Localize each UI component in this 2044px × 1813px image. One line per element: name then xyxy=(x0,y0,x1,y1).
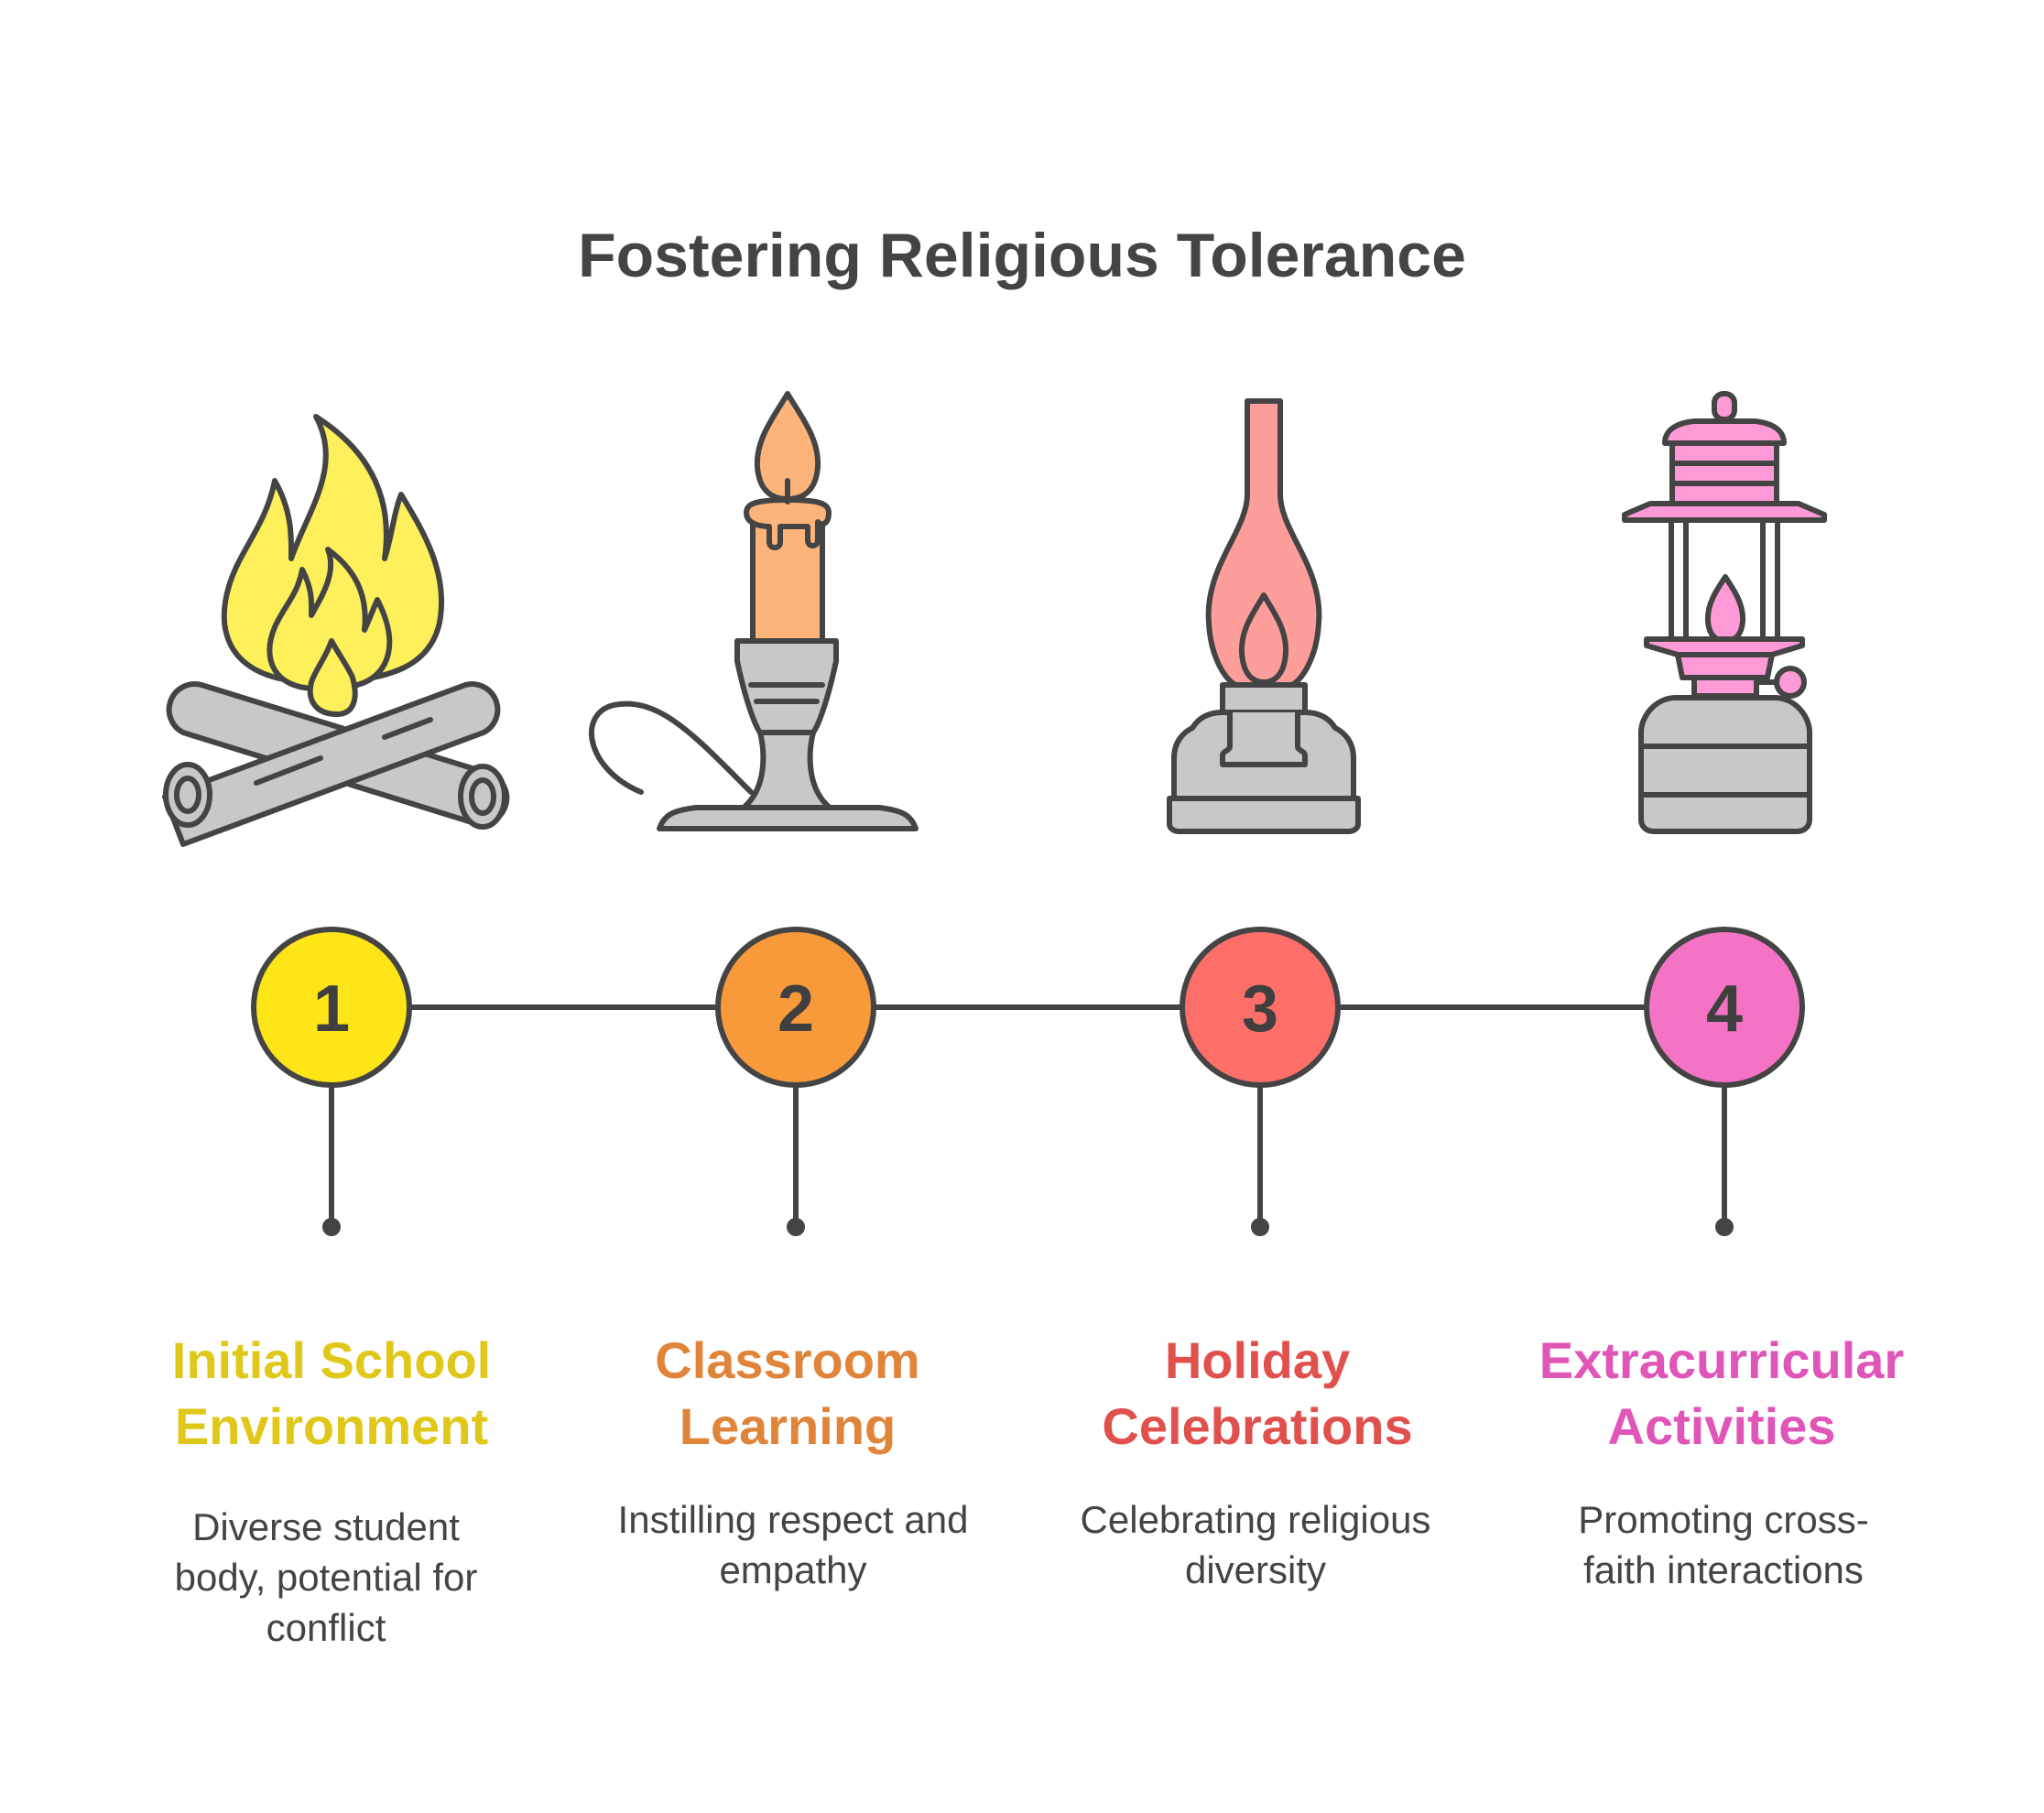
step-description-4-line-2: faith interactions xyxy=(1583,1548,1864,1591)
drop-dot-1 xyxy=(322,1218,341,1236)
drop-dot-3 xyxy=(1251,1218,1269,1236)
lantern-icon xyxy=(1622,391,1827,834)
step-title-3: Holiday Celebrations xyxy=(1001,1328,1514,1460)
step-description-1: Diverse student body, potential for conf… xyxy=(125,1502,527,1653)
step-title-1-line-2: Environment xyxy=(174,1397,489,1455)
campfire-icon xyxy=(162,414,510,847)
step-title-4-line-2: Activities xyxy=(1607,1397,1836,1455)
oil-lamp-icon xyxy=(1167,398,1361,834)
step-title-4: Extracurricular Activities xyxy=(1465,1328,1978,1460)
step-number-1: 1 xyxy=(313,972,350,1046)
step-title-2: Classroom Learning xyxy=(531,1328,1044,1460)
step-title-4-line-1: Extracurricular xyxy=(1538,1331,1905,1389)
step-description-2-line-1: Instilling respect and xyxy=(617,1498,969,1541)
step-description-2-line-2: empathy xyxy=(719,1548,867,1591)
step-circle-4 xyxy=(1644,927,1805,1088)
step-number-2: 2 xyxy=(777,972,814,1046)
step-circle-2 xyxy=(715,927,876,1088)
step-description-4: Promoting cross- faith interactions xyxy=(1522,1494,1925,1595)
step-circle-3 xyxy=(1180,927,1341,1088)
step-description-4-line-1: Promoting cross- xyxy=(1578,1498,1869,1541)
step-title-1-line-1: Initial School xyxy=(171,1331,492,1389)
step-circle-1 xyxy=(251,927,412,1088)
candle-holder-icon xyxy=(589,391,919,831)
page-title: Fostering Religious Tolerance xyxy=(578,221,1466,290)
step-description-2: Instilling respect and empathy xyxy=(592,1494,995,1595)
step-number-4: 4 xyxy=(1706,972,1743,1046)
drop-dot-4 xyxy=(1715,1218,1734,1236)
step-title-1: Initial School Environment xyxy=(75,1328,588,1460)
step-description-1-line-3: conflict xyxy=(266,1606,386,1649)
step-description-3-line-1: Celebrating religious xyxy=(1080,1498,1431,1541)
drop-dot-2 xyxy=(787,1218,805,1236)
step-title-2-line-1: Classroom xyxy=(655,1331,920,1389)
step-description-3-line-2: diversity xyxy=(1184,1548,1327,1591)
step-title-3-line-2: Celebrations xyxy=(1102,1397,1413,1455)
step-title-2-line-2: Learning xyxy=(679,1397,897,1455)
step-description-3: Celebrating religious diversity xyxy=(1054,1494,1457,1595)
step-number-3: 3 xyxy=(1242,972,1278,1046)
step-description-1-line-1: Diverse student xyxy=(192,1505,460,1548)
step-title-3-line-1: Holiday xyxy=(1164,1331,1351,1389)
step-description-1-line-2: body, potential for xyxy=(174,1556,478,1599)
